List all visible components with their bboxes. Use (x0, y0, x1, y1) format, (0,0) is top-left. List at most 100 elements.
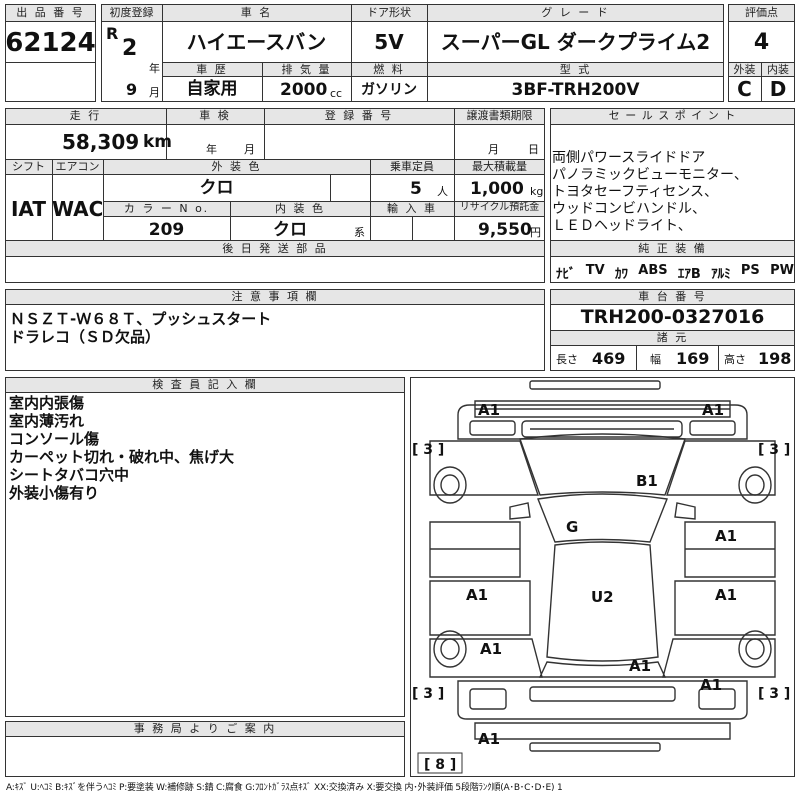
mark-a1-front-left: A1 (478, 401, 500, 419)
mark-a1-front-right: A1 (702, 401, 724, 419)
mark-a1-door-l: A1 (466, 586, 488, 604)
transfer-header: 譲渡書類期限 (466, 109, 533, 122)
equipment-header: 純 正 装 備 (638, 242, 707, 255)
parts-header: 後 日 発 送 部 品 (222, 242, 328, 255)
score-value: 4 (753, 30, 770, 55)
model-header: 型 式 (559, 63, 592, 76)
reg-year-unit: 年 (149, 62, 160, 75)
mileage-unit: km (143, 132, 173, 152)
int-color-suffix: 系 (354, 226, 365, 239)
interior-header: 内装 (767, 63, 789, 76)
int-color-header: 内 装 色 (275, 202, 325, 215)
inspector-note: 室内内張傷 (9, 394, 85, 412)
inspector-note: カーペット切れ・破れ中、焦げ大 (9, 448, 235, 466)
sales-point-line: ＬＥＤヘッドライト、 (552, 218, 692, 234)
inspection-year-unit: 年 (206, 143, 217, 156)
lot-no-header: 出 品 番 号 (16, 6, 85, 19)
sales-point-header: セ ー ル ス ポ イ ン ト (608, 109, 737, 122)
interior-grade: D (769, 77, 787, 101)
office-box (5, 721, 405, 777)
damage-diagram-box (410, 377, 795, 777)
legend: A:ｷｽﾞ U:ﾍｺﾐ B:ｷｽﾞを伴うﾍｺﾐ P:要塗装 W:補修跡 S:錆 … (6, 783, 563, 793)
mark-u2-roof: U2 (591, 588, 614, 606)
ext-color-header: 外 装 色 (211, 160, 262, 173)
mark-a1-back: A1 (478, 730, 500, 748)
transfer-month-unit: 月 (488, 143, 499, 156)
max-load-value: 1,000 (470, 179, 524, 199)
displacement-unit: cc (330, 87, 343, 100)
inspector-note: 外装小傷有り (9, 484, 100, 502)
mark-tire-fr: [ 3 ] (758, 442, 790, 458)
model-value: 3BF-TRH200V (511, 80, 640, 100)
aircon-header: エアコン (55, 160, 100, 173)
capacity-value: 5 (410, 179, 422, 199)
mark-a1-front-door-r: A1 (715, 527, 737, 545)
history-header: 車 歴 (196, 63, 228, 76)
inspector-note: コンソール傷 (9, 430, 100, 448)
vehicle-detail-box (5, 108, 545, 283)
grade-header: グ レ ー ド (541, 6, 610, 19)
equipment-item: ｶﾜ (615, 267, 628, 282)
max-load-unit: kg (530, 185, 544, 198)
equipment-item: PS (740, 263, 760, 278)
mark-a1-rear-c: A1 (629, 657, 651, 675)
fuel-value: ガソリン (361, 82, 417, 98)
inspector-box (5, 377, 405, 717)
inspector-header: 検 査 員 記 入 欄 (152, 378, 258, 391)
mark-a1-door-r: A1 (715, 586, 737, 604)
inspector-note: シートタバコ穴中 (9, 466, 130, 484)
reg-month-unit: 月 (149, 86, 160, 99)
specs-header: 諸 元 (656, 331, 689, 344)
equipment-item: ｱﾙﾐ (711, 267, 731, 282)
chassis-header: 車 台 番 号 (638, 290, 707, 303)
width-value: 169 (676, 349, 710, 368)
color-no-value: 209 (148, 220, 185, 240)
equipment-item: ABS (638, 263, 668, 278)
equipment-item: TV (585, 263, 605, 278)
lot-number: 62124 (5, 28, 96, 58)
mark-g-windshield: G (566, 518, 578, 536)
mark-b1-hood: B1 (636, 472, 658, 490)
mark-a1-rear-r: A1 (700, 676, 722, 694)
grade: スーパーGL ダークプライム2 (440, 30, 711, 54)
sales-point-list: 両側パワースライドドア パノラミックビューモニター、 トヨタセーフティセンス、 … (552, 150, 795, 235)
reg-year: 2 (122, 36, 138, 61)
shift-value: IAT (10, 197, 46, 221)
sales-point-line: パノラミックビューモニター、 (552, 167, 748, 183)
mileage-header: 走 行 (69, 109, 102, 122)
inspector-note: 室内薄汚れ (9, 412, 85, 430)
transfer-day-unit: 日 (528, 143, 539, 156)
max-load-header: 最大積載量 (472, 160, 527, 173)
lot-box (5, 4, 96, 102)
reg-month: 9 (126, 80, 138, 99)
capacity-header: 乗車定員 (390, 160, 434, 173)
equipment-item: ﾅﾋﾞ (556, 267, 576, 282)
width-label: 幅 (650, 353, 661, 366)
chassis-number: TRH200-0327016 (580, 306, 765, 328)
caution-header: 注 意 事 項 欄 (231, 290, 319, 303)
equipment-item: PW (770, 263, 794, 278)
sales-point-line: ウッドコンビハンドル、 (552, 201, 706, 217)
caution-box (5, 289, 545, 371)
score-header: 評価点 (745, 6, 778, 19)
reg-no-header: 登 録 番 号 (324, 109, 394, 122)
history-value: 自家用 (186, 79, 238, 99)
exterior-header: 外装 (733, 63, 756, 76)
displacement-header: 排 気 量 (281, 63, 332, 76)
capacity-unit: 人 (437, 185, 448, 198)
height-label: 高さ (724, 353, 746, 366)
inspector-notes: 室内内張傷 室内薄汚れ コンソール傷 カーペット切れ・破れ中、焦げ大 シートタバ… (9, 394, 234, 502)
equipment-item: ｴｱB (677, 267, 701, 282)
int-color-value: クロ (273, 220, 307, 240)
fuel-header: 燃 料 (373, 63, 405, 76)
recycle-header: リサイクル預託金 (459, 202, 540, 213)
recycle-value: 9,550 (478, 220, 532, 240)
car-name: ハイエースバン (186, 30, 327, 54)
length-value: 469 (592, 349, 626, 368)
reg-era: R (106, 24, 119, 43)
sales-point-line: 両側パワースライドドア (552, 150, 706, 166)
mark-spare: [ 8 ] (424, 757, 456, 773)
height-value: 198 (758, 349, 792, 368)
recycle-unit: 円 (530, 226, 541, 239)
mark-tire-rl: [ 3 ] (412, 686, 444, 702)
